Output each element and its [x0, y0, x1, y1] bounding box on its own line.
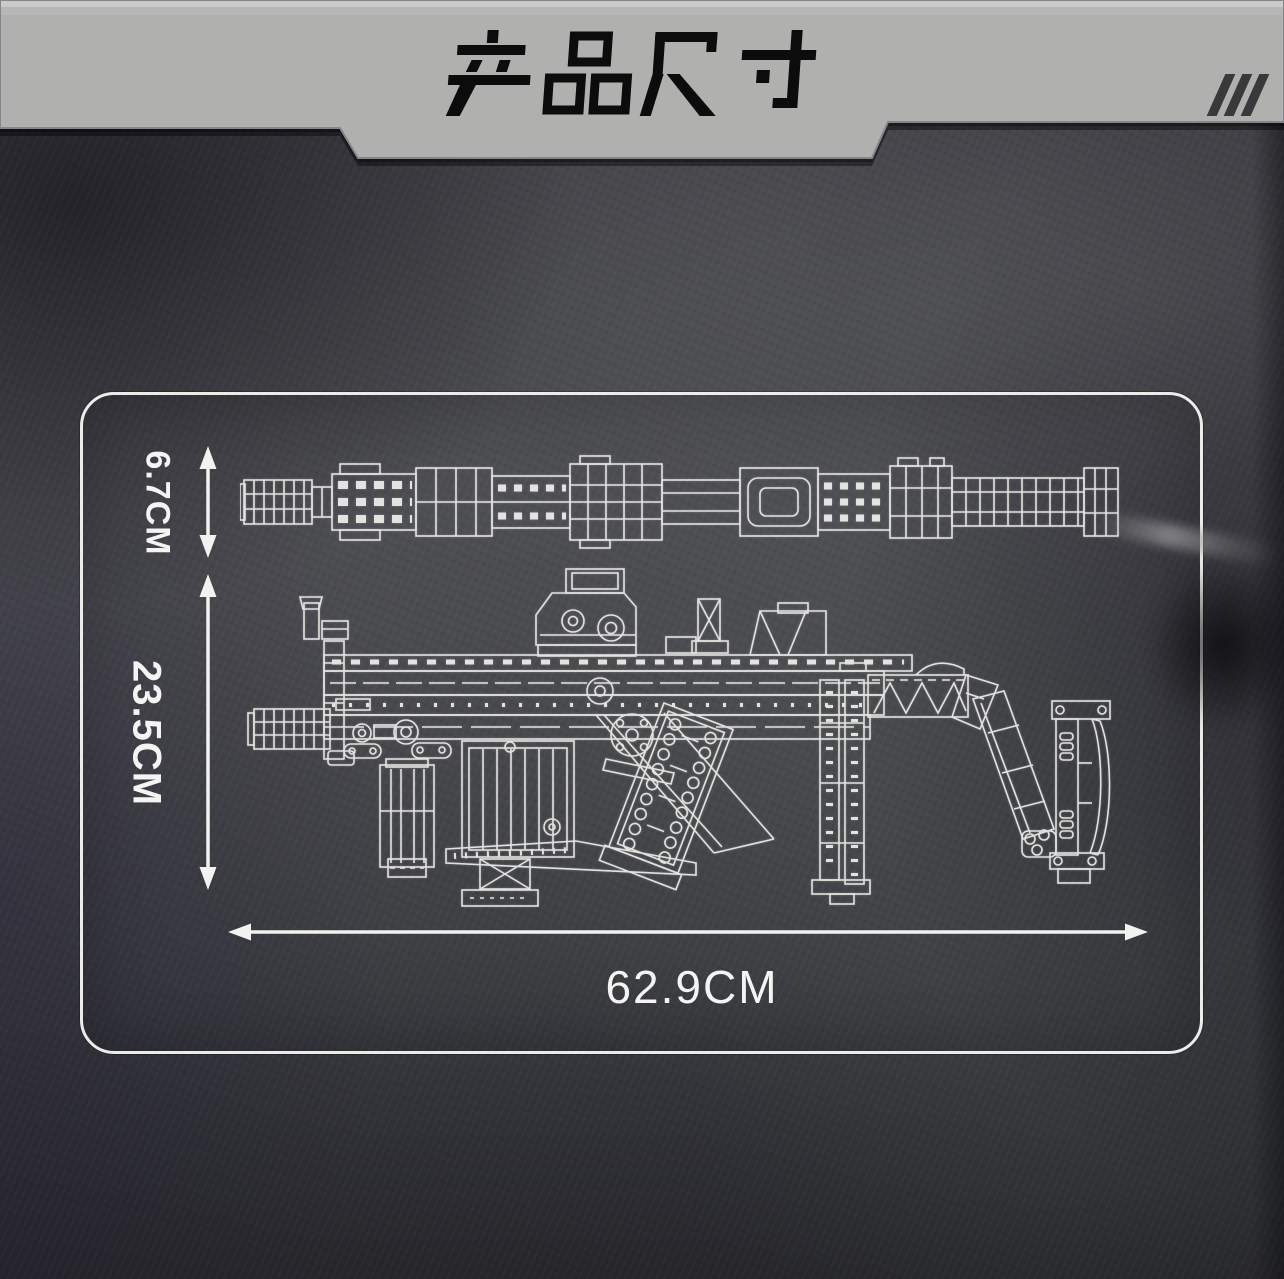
hazard-marks: III — [1206, 74, 1270, 116]
glyph-chan — [445, 30, 531, 116]
background-blur-object — [1148, 560, 1284, 730]
gun-top-view-drawing — [240, 455, 1119, 549]
banner-plate — [0, 0, 1284, 158]
glyph-chi — [639, 32, 718, 116]
gun-side-view-drawing — [247, 568, 1111, 907]
top-view-height-label: 6.7CM — [138, 450, 177, 556]
overall-length-label: 62.9CM — [605, 961, 779, 1013]
overall-length-arrow — [228, 923, 1148, 941]
glyph-cun — [741, 30, 817, 108]
page-title-glyphs — [445, 30, 817, 116]
header-banner — [0, 0, 1284, 166]
side-view-height-label: 23.5CM — [124, 659, 169, 807]
top-view-height-arrow — [199, 446, 217, 558]
side-view-height-arrow — [199, 574, 217, 890]
hazard-marks-text: III — [1216, 74, 1217, 75]
glyph-pin — [542, 31, 633, 115]
